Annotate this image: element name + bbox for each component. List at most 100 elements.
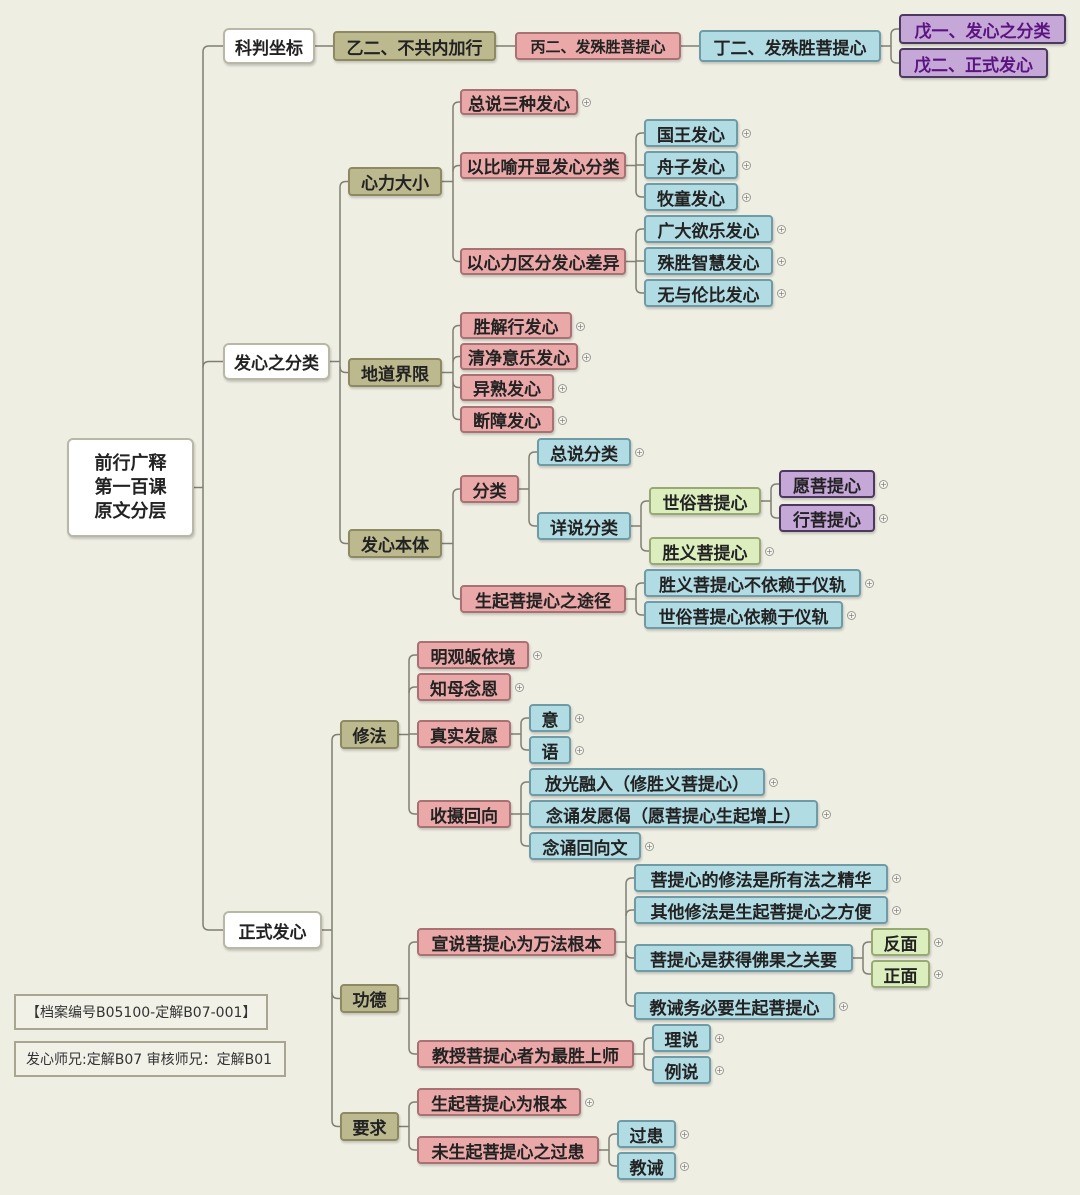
biyu-node[interactable]: 以比喻开显发心分类 bbox=[460, 152, 626, 179]
guowang-node[interactable]: 国王发心 bbox=[644, 119, 738, 147]
kepan-node[interactable]: 科判坐标 bbox=[223, 28, 315, 64]
expand-toggle-icon[interactable]: + bbox=[715, 1066, 724, 1075]
niansong-fayuan-node[interactable]: 念诵发愿偈（愿菩提心生起增上） bbox=[529, 800, 818, 828]
lishuo-node[interactable]: 理说 bbox=[652, 1024, 711, 1052]
expand-toggle-icon[interactable]: + bbox=[777, 257, 786, 266]
bing2-node[interactable]: 丙二、发殊胜菩提心 bbox=[515, 32, 681, 60]
expand-toggle-icon[interactable]: + bbox=[892, 874, 901, 883]
jinghua-node[interactable]: 菩提心的修法是所有法之精华 bbox=[634, 864, 888, 892]
expand-toggle-icon[interactable]: + bbox=[847, 611, 856, 620]
chayi-node[interactable]: 以心力区分发心差异 bbox=[460, 248, 626, 275]
jiaojie-wubi-node[interactable]: 教诫务必要生起菩提心 bbox=[634, 992, 835, 1020]
expand-toggle-icon[interactable]: + bbox=[742, 193, 751, 202]
zongshuo-fenlei-node[interactable]: 总说分类 bbox=[537, 438, 631, 466]
expand-toggle-icon[interactable]: + bbox=[635, 448, 644, 457]
didao-node[interactable]: 地道界限 bbox=[348, 358, 442, 387]
benti-node[interactable]: 发心本体 bbox=[348, 529, 442, 558]
expand-toggle-icon[interactable]: + bbox=[777, 289, 786, 298]
shusheng-node[interactable]: 殊胜智慧发心 bbox=[644, 247, 773, 275]
expand-toggle-icon[interactable]: + bbox=[582, 352, 591, 362]
expand-toggle-icon[interactable]: + bbox=[680, 1130, 689, 1139]
expand-toggle-icon[interactable]: + bbox=[934, 970, 943, 979]
root-node[interactable]: 前行广释 第一百课 原文分层 bbox=[67, 438, 194, 537]
wu2-node[interactable]: 戊二、正式发心 bbox=[899, 48, 1048, 78]
lishuo2-node[interactable]: 例说 bbox=[652, 1056, 711, 1084]
yaoqiu-node[interactable]: 要求 bbox=[340, 1112, 399, 1141]
expand-toggle-icon[interactable]: + bbox=[765, 547, 774, 556]
fenlei-node[interactable]: 发心之分类 bbox=[223, 343, 330, 380]
guangda-node[interactable]: 广大欲乐发心 bbox=[644, 215, 773, 243]
ding2-node[interactable]: 丁二、发殊胜菩提心 bbox=[699, 30, 881, 62]
niansong-huixiang-node[interactable]: 念诵回向文 bbox=[529, 832, 641, 860]
guanyao-node[interactable]: 菩提心是获得佛果之关要 bbox=[634, 944, 853, 972]
root-line-3: 原文分层 bbox=[94, 500, 167, 522]
yi-node[interactable]: 意 bbox=[529, 704, 571, 732]
yu-node[interactable]: 语 bbox=[529, 736, 571, 764]
zhenshi-node[interactable]: 真实发愿 bbox=[417, 720, 511, 748]
zhouzi-node[interactable]: 舟子发心 bbox=[644, 151, 738, 179]
expand-toggle-icon[interactable]: + bbox=[822, 810, 831, 819]
root-line-2: 第一百课 bbox=[94, 476, 167, 498]
expand-toggle-icon[interactable]: + bbox=[558, 415, 567, 425]
wuyu-node[interactable]: 无与伦比发心 bbox=[644, 279, 773, 307]
guohuan-parent-node[interactable]: 未生起菩提心之过患 bbox=[417, 1136, 599, 1164]
shoushe-node[interactable]: 收摄回向 bbox=[417, 800, 511, 828]
expand-toggle-icon[interactable]: + bbox=[777, 225, 786, 234]
expand-toggle-icon[interactable]: + bbox=[865, 579, 874, 588]
jiaojie-node[interactable]: 教诫 bbox=[617, 1152, 676, 1180]
mutong-node[interactable]: 牧童发心 bbox=[644, 183, 738, 211]
guohuan-node[interactable]: 过患 bbox=[617, 1120, 676, 1148]
fangbian-node[interactable]: 其他修法是生起菩提心之方便 bbox=[634, 896, 888, 924]
expand-toggle-icon[interactable]: + bbox=[515, 683, 524, 692]
qingjing-node[interactable]: 清净意乐发心 bbox=[460, 343, 578, 370]
fangguang-node[interactable]: 放光融入（修胜义菩提心） bbox=[529, 768, 765, 796]
expand-toggle-icon[interactable]: + bbox=[715, 1034, 724, 1043]
shisu-node[interactable]: 世俗菩提心 bbox=[649, 487, 761, 515]
expand-toggle-icon[interactable]: + bbox=[934, 938, 943, 947]
shengjie-node[interactable]: 胜解行发心 bbox=[460, 312, 572, 339]
xinli-node[interactable]: 心力大小 bbox=[348, 167, 442, 196]
expand-toggle-icon[interactable]: + bbox=[582, 98, 591, 107]
expand-toggle-icon[interactable]: + bbox=[558, 383, 567, 393]
wu1-node[interactable]: 戊一、发心之分类 bbox=[899, 14, 1066, 44]
expand-toggle-icon[interactable]: + bbox=[879, 514, 888, 523]
expand-toggle-icon[interactable]: + bbox=[769, 778, 778, 787]
expand-toggle-icon[interactable]: + bbox=[575, 714, 584, 723]
bu-yilai-node[interactable]: 胜义菩提心不依赖于仪轨 bbox=[644, 569, 861, 597]
shengyi-node[interactable]: 胜义菩提心 bbox=[649, 537, 761, 565]
expand-toggle-icon[interactable]: + bbox=[742, 129, 751, 138]
archive-note: 【档案编号B05100-定解B07-001】 bbox=[14, 994, 268, 1030]
fenlei-sub-node[interactable]: 分类 bbox=[460, 475, 519, 503]
reviewer-note: 发心师兄:定解B07 审核师兄：定解B01 bbox=[14, 1041, 286, 1077]
expand-toggle-icon[interactable]: + bbox=[585, 1098, 594, 1107]
yilai-node[interactable]: 世俗菩提心依赖于仪轨 bbox=[644, 601, 843, 629]
xiufa-node[interactable]: 修法 bbox=[340, 720, 399, 749]
jiaoshou-node[interactable]: 教授菩提心者为最胜上师 bbox=[417, 1040, 634, 1068]
fanmian-node[interactable]: 反面 bbox=[871, 928, 930, 956]
expand-toggle-icon[interactable]: + bbox=[892, 906, 901, 915]
zhimu-node[interactable]: 知母念恩 bbox=[417, 673, 511, 701]
yuan-node[interactable]: 愿菩提心 bbox=[779, 470, 875, 498]
root-line-1: 前行广释 bbox=[94, 452, 167, 474]
expand-toggle-icon[interactable]: + bbox=[879, 480, 888, 489]
yi2-node[interactable]: 乙二、不共内加行 bbox=[333, 31, 496, 61]
expand-toggle-icon[interactable]: + bbox=[839, 1002, 848, 1011]
xiangshuo-node[interactable]: 详说分类 bbox=[537, 512, 631, 540]
zhengshi-node[interactable]: 正式发心 bbox=[223, 911, 322, 949]
expand-toggle-icon[interactable]: + bbox=[575, 746, 584, 755]
expand-toggle-icon[interactable]: + bbox=[533, 651, 542, 660]
tujing-node[interactable]: 生起菩提心之途径 bbox=[460, 585, 626, 613]
zongshuo-sanzhong-node[interactable]: 总说三种发心 bbox=[460, 89, 578, 115]
gongde-node[interactable]: 功德 bbox=[340, 984, 399, 1013]
expand-toggle-icon[interactable]: + bbox=[645, 842, 654, 851]
genben-node[interactable]: 生起菩提心为根本 bbox=[417, 1088, 581, 1116]
zhengmian-node[interactable]: 正面 bbox=[871, 960, 930, 988]
xing-node[interactable]: 行菩提心 bbox=[779, 504, 875, 532]
expand-toggle-icon[interactable]: + bbox=[576, 321, 585, 331]
expand-toggle-icon[interactable]: + bbox=[680, 1162, 689, 1171]
expand-toggle-icon[interactable]: + bbox=[742, 161, 751, 170]
xuanshuo-node[interactable]: 宣说菩提心为万法根本 bbox=[417, 928, 616, 956]
mingguan-node[interactable]: 明观皈依境 bbox=[417, 641, 529, 669]
yishu-node[interactable]: 异熟发心 bbox=[460, 374, 554, 401]
duanzhang-node[interactable]: 断障发心 bbox=[460, 406, 554, 433]
